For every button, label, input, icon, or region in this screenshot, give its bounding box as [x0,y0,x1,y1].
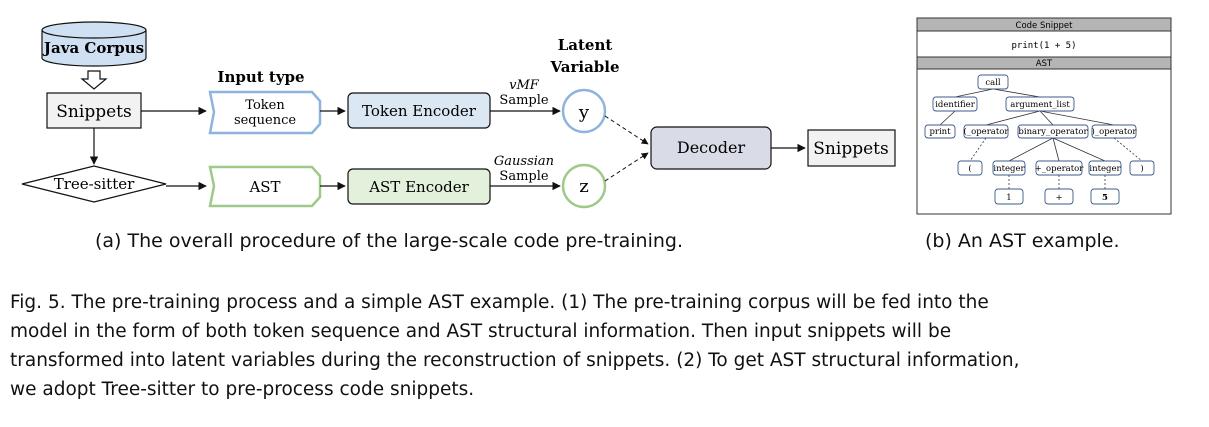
ast-node-integer-1: integer [992,160,1026,176]
caption-b: (b) An AST example. [925,230,1120,252]
tree-sitter-diamond: Tree-sitter [21,165,167,203]
figure-caption-line1: Fig. 5. The pre-training process and a s… [10,292,989,313]
vmf-label: vMF [509,78,540,93]
figure-caption: Fig. 5. The pre-training process and a s… [10,288,1200,404]
token-seq-line2: sequence [234,113,296,128]
latent-label-line2: Variable [549,58,619,76]
ast-node-five: 5 [1090,188,1120,205]
input-type-label: Input type [217,68,304,86]
decoder-label: Decoder [677,138,746,157]
latent-z-label: z [579,176,588,197]
svg-text:)_operator: )_operator [1092,126,1138,137]
ast-node-binary-operator: binary_operator [1017,124,1088,139]
ast-node-argument-list: argument_list [1005,96,1075,112]
ast-input-label: AST [248,178,280,196]
latent-y-node: y [561,88,607,134]
svg-text:1: 1 [1006,193,1011,203]
ast-encoder-label: AST Encoder [368,178,469,196]
token-sequence-input: Token sequence [208,90,322,135]
ast-encoder-box: AST Encoder [347,168,491,205]
ast-node-plus-operator: +_operator [1035,160,1085,176]
java-corpus-database: Java Corpus [41,21,147,67]
latent-z-node: z [561,163,607,209]
code-snippet-text: print(1 + 5) [1011,41,1076,51]
svg-text:identifier: identifier [935,100,975,110]
ast-node-identifier: identifier [932,96,978,112]
ast-node-plus: + [1044,188,1074,205]
svg-text:+: + [1055,193,1062,203]
svg-text:call: call [985,78,1001,88]
z-to-decoder-dashed [604,152,649,182]
svg-text:print: print [929,127,951,137]
ast-example-panel: Code Snippet print(1 + 5) AST call [916,17,1172,215]
svg-text:(_operator: (_operator [964,126,1010,137]
tree-sitter-label: Tree-sitter [54,175,135,193]
ast-node-call: call [977,74,1009,90]
ast-node-lparen: ( [957,160,983,176]
figure-caption-line2: model in the form of both token sequence… [10,321,952,342]
down-arrow-icon [80,70,108,90]
ast-edges [939,88,1143,189]
code-snippet-header: Code Snippet [1016,21,1074,31]
snippets-input-label: Snippets [56,102,131,122]
token-seq-line1: Token [245,98,285,113]
y-to-decoder-dashed [604,115,649,145]
gaussian-label: Gaussian [494,154,554,169]
latent-y-label: y [578,102,590,123]
svg-text:integer: integer [1089,164,1121,174]
snippets-input-box: Snippets [46,92,142,129]
token-encoder-label: Token Encoder [362,102,477,120]
svg-text:): ) [1140,163,1143,174]
ast-node-one: 1 [994,188,1024,205]
ast-header: AST [1036,59,1053,69]
snippets-output-label: Snippets [813,139,888,159]
figure-caption-line4: we adopt Tree-sitter to pre-process code… [10,379,475,400]
caption-a: (a) The overall procedure of the large-s… [95,230,684,252]
svg-text:+_operator: +_operator [1035,164,1085,174]
figure-caption-line3: transformed into latent variables during… [10,350,1020,371]
java-corpus-label: Java Corpus [42,39,144,57]
ast-input: AST [208,165,322,208]
pipeline-diagram: Java Corpus Snippets Tree-sitter Input t… [21,17,1172,215]
ast-node-print: print [924,124,956,139]
decoder-box: Decoder [650,126,772,170]
svg-text:5: 5 [1102,193,1108,203]
svg-text:integer: integer [993,164,1025,174]
svg-text:argument_list: argument_list [1010,100,1070,110]
svg-text:binary_operator: binary_operator [1018,127,1088,137]
gaussian-sample-label: Sample [499,169,548,184]
ast-node-lparen-operator: (_operator [963,124,1010,139]
token-encoder-box: Token Encoder [347,92,491,129]
vmf-sample-label: Sample [499,93,548,108]
ast-node-integer-2: integer [1088,160,1122,176]
ast-node-rparen: ) [1129,160,1155,176]
svg-text:(: ( [968,163,971,174]
snippets-output-box: Snippets [807,129,896,167]
ast-nodes: call identifier argument_list print (_op… [924,74,1155,205]
ast-node-rparen-operator: )_operator [1091,124,1138,139]
latent-label-line1: Latent [558,36,613,54]
